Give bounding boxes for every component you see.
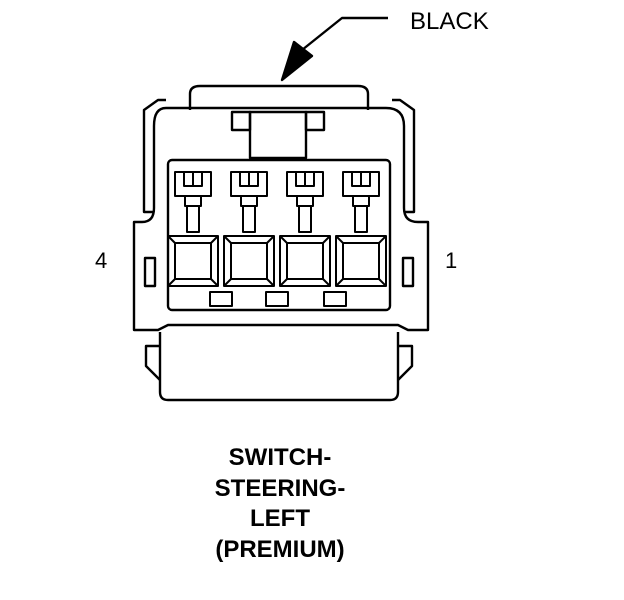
lower-body [158,332,400,402]
left-window [143,256,157,288]
pin-number-left: 4 [95,248,108,273]
terminal-cavities [167,171,387,287]
leader-arrow [280,16,388,82]
right-clip [397,344,414,381]
connector-housing [132,106,430,332]
cavity-3 [223,171,275,287]
cavity-1 [335,171,387,287]
wire-color-label: BLACK [410,8,489,35]
top-latch [188,84,370,110]
left-clip [144,344,161,381]
cavity-4 [167,171,219,287]
title-line-3: LEFT [250,505,310,532]
connector-title: SWITCH- STEERING- LEFT (PREMIUM) [150,443,410,565]
right-rail [392,98,416,214]
title-line-4: (PREMIUM) [215,535,345,563]
right-window [401,256,415,288]
pin-number-right: 1 [445,248,458,273]
locking-tab [230,110,326,160]
left-rail [142,98,166,214]
title-line-1: SWITCH- [228,444,332,471]
cavity-2 [279,171,331,287]
title-line-2: STEERING- [214,474,346,502]
bottom-keys [209,291,347,307]
